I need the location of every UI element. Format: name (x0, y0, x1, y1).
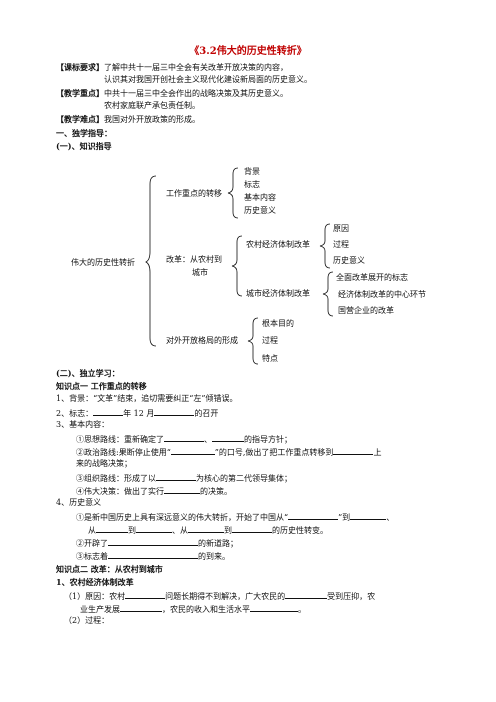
branch-reform: 改革：从农村到 (166, 255, 222, 264)
kp1-significance-3: ③标志着的到来。 (76, 550, 230, 561)
fill-blank[interactable] (96, 524, 128, 533)
kp1-organization: ③组织路线：形成了以为核心的第二代领导集体； (76, 472, 292, 483)
b1-item: 标志 (244, 180, 260, 189)
kp2-reason-cont: 业生产发展，农民的收入和生活水平。 (80, 603, 306, 614)
rural-reform: 农村经济体制改革 (246, 240, 310, 249)
fill-blank[interactable] (232, 524, 272, 533)
kp1-politics: ②政治路线:果断停止使用“”的口号,做出了把工作重点转移到上 (76, 446, 382, 457)
fill-blank[interactable] (333, 446, 374, 455)
branch-work-focus: 工作重点的转移 (166, 189, 222, 198)
kp1-significance-heading: 4、历史意义 (56, 498, 102, 507)
fill-blank[interactable] (136, 524, 172, 533)
rural-brace-icon (319, 223, 331, 269)
section-heading: 一、独学指导： (56, 128, 112, 138)
branch1-brace-icon (227, 167, 239, 219)
rural-item: 过程 (333, 240, 349, 249)
fill-blank[interactable] (120, 603, 162, 612)
page-title: 《3.2伟大的历史性转折》 (189, 46, 307, 57)
requirements-line2: 认识其对我国开创社会主义现代化建设新局面的历史意义。 (104, 75, 312, 84)
kp2-title: 知识点二 改革：从农村到城市 (56, 564, 163, 574)
requirements-line1: 【课标要求】了解中共十一届三中全会有关改革开放决策的内容， (56, 62, 288, 72)
fill-blank[interactable] (125, 590, 166, 599)
kp1-background: 1、背景：“文革”结束，追切需要纠正“左”倾错误。 (56, 394, 238, 403)
kp1-significance-2: ②开辟了的新道路； (76, 537, 238, 548)
fill-blank[interactable] (108, 537, 198, 546)
kp2-reason: （1）原因：农村问题长期得不到解决，广大农民的受到压抑，农 (64, 590, 376, 601)
kp1-politics-cont: 来的战略决策； (76, 459, 132, 468)
subsection-heading: (一)、知识指导 (56, 141, 112, 151)
kp1-title: 知识点一 工作重点的转移 (56, 381, 147, 391)
b3-item: 根本目的 (262, 319, 294, 328)
key-points-line2: 农村家庭联产承包责任制。 (104, 101, 200, 110)
branch3-brace-icon (247, 317, 259, 365)
difficult-point: 【教学难点】我国对外开放政策的形成。 (56, 114, 200, 124)
fill-blank[interactable] (164, 485, 200, 494)
fill-blank[interactable] (170, 446, 215, 455)
rural-item: 历史意义 (333, 256, 365, 265)
kp1-significance-1: ①是新中国历史上具有深远意义的伟大转折，开始了中国从“”到、 (76, 511, 395, 522)
urban-item: 经济体制改革的中心环节 (338, 290, 426, 299)
b1-item: 背景 (244, 167, 260, 176)
kp1-significance-1-cont: 从到、从到的历史性转变。 (88, 524, 328, 535)
root-brace-icon (145, 175, 157, 347)
rural-item: 原因 (333, 224, 349, 233)
b1-item: 基本内容 (244, 193, 276, 202)
b1-item: 历史意义 (244, 206, 276, 215)
b3-item: 过程 (262, 336, 278, 345)
b3-item: 特点 (262, 354, 278, 363)
fill-blank[interactable] (288, 511, 339, 520)
fill-blank[interactable] (164, 433, 204, 442)
kp2-subtitle: 1、农村经济体制改革 (56, 577, 134, 587)
urban-item: 全面改革展开的标志 (336, 273, 408, 282)
fill-blank[interactable] (108, 550, 198, 559)
kp1-ideology: ①思想路线：重新确定了、的指导方针； (76, 433, 292, 444)
fill-blank[interactable] (188, 524, 224, 533)
section-heading-2: (二)、独立学习： (56, 368, 120, 378)
kp1-content-heading: 3、基本内容： (56, 420, 110, 429)
fill-blank[interactable] (250, 603, 298, 612)
branch-reform-line2: 城市 (192, 268, 208, 277)
branch-opening-up: 对外开放格局的形成 (166, 336, 238, 345)
kp1-decision: ④伟大决策：做出了实行的决策。 (76, 485, 232, 496)
fill-blank[interactable] (93, 407, 124, 416)
fill-blank[interactable] (285, 590, 328, 599)
urban-reform: 城市经济体制改革 (246, 289, 310, 298)
fill-blank[interactable] (156, 472, 196, 481)
kp1-sign: 2、标志：年 12 月的召开 (56, 407, 219, 418)
urban-item: 国营企业的改革 (338, 306, 394, 315)
fill-blank[interactable] (350, 511, 387, 520)
key-points-line1: 【教学重点】中共十一届三中全会作出的战略决策及其历史意义。 (56, 88, 288, 98)
kp2-process: （2）过程： (64, 616, 110, 625)
branch2-brace-icon (231, 235, 243, 297)
diagram-root: 伟大的历史性转折 (71, 258, 135, 267)
urban-brace-icon (322, 271, 334, 317)
fill-blank[interactable] (154, 407, 195, 416)
fill-blank[interactable] (212, 433, 244, 442)
